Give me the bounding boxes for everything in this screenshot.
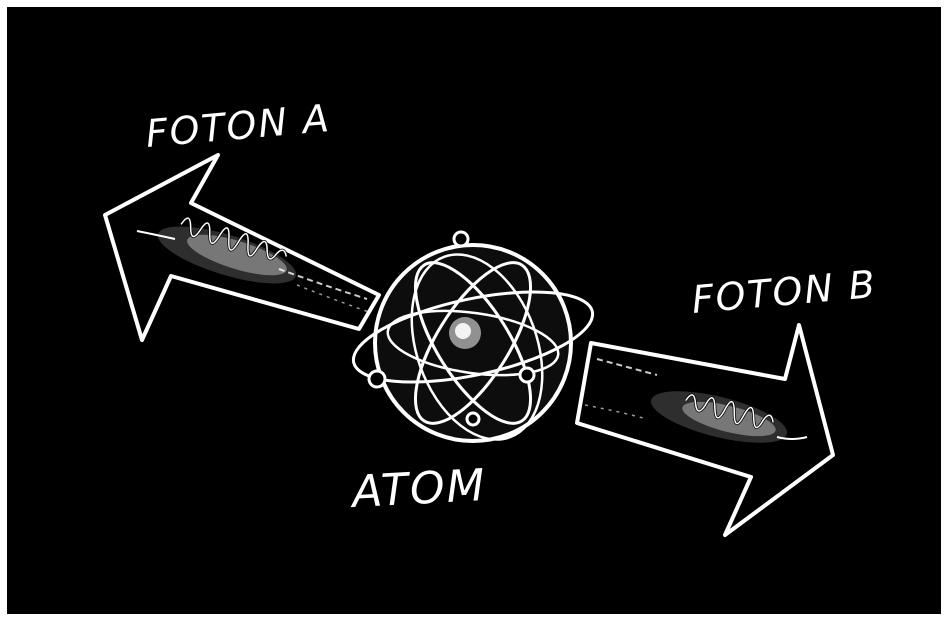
- electron-1: [454, 232, 468, 246]
- atom-label: ATOM: [348, 460, 488, 518]
- photon-a-label: FOTON A: [144, 96, 333, 156]
- electron-3: [520, 368, 534, 382]
- photon-b-label: FOTON B: [690, 262, 879, 322]
- entangled-photons-illustration: FOTON A FOTON B ATOM: [7, 7, 941, 614]
- atom-model: [346, 232, 600, 458]
- illustration-canvas: FOTON A FOTON B ATOM: [7, 7, 941, 614]
- photon-b-wave-packet: [585, 359, 807, 453]
- electron-2: [369, 371, 385, 387]
- electron-4: [467, 413, 479, 425]
